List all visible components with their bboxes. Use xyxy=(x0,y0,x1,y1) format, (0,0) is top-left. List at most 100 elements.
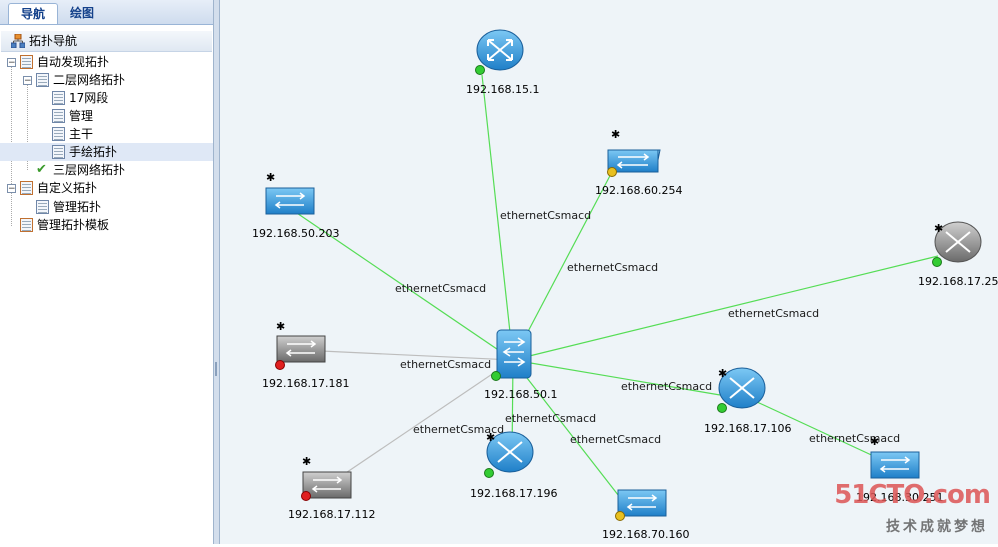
core-switch-icon xyxy=(496,329,532,379)
node-ip-label: 192.168.50.1 xyxy=(484,388,557,401)
topology-diagram[interactable]: ethernetCsmacd ethernetCsmacd ethernetCs… xyxy=(220,0,998,544)
tree-item-label: 管理拓扑模板 xyxy=(37,218,110,232)
status-up-icon xyxy=(475,65,485,75)
link-label: ethernetCsmacd xyxy=(809,432,900,445)
tree-item-layer3[interactable]: ✔ 三层网络拓扑 xyxy=(0,161,213,179)
tab-navigation[interactable]: 导航 xyxy=(8,3,59,24)
page-icon xyxy=(36,200,49,214)
page-icon xyxy=(52,91,65,105)
link-line[interactable] xyxy=(741,394,894,466)
agent-icon: ✱ xyxy=(870,435,879,448)
folder-page-icon xyxy=(20,181,33,195)
device-node[interactable]: ✱ 192.168.17.112 xyxy=(288,455,375,521)
tree-item-label: 二层网络拓扑 xyxy=(53,73,126,87)
tree-item-layer2[interactable]: − 二层网络拓扑 xyxy=(0,71,213,89)
status-up-icon xyxy=(717,403,727,413)
status-down-icon xyxy=(275,360,285,370)
switch-icon xyxy=(265,187,315,215)
device-node[interactable]: ✱ 192.168.17.253 xyxy=(918,221,998,288)
node-ip-label: 192.168.17.196 xyxy=(470,487,557,500)
tree-item-auto-discovery[interactable]: − 自动发现拓扑 xyxy=(0,53,213,71)
agent-icon: ✱ xyxy=(934,222,943,235)
topology-nav-header: 拓扑导航 xyxy=(1,31,212,52)
node-ip-label: 192.168.17.112 xyxy=(288,508,375,521)
link-label: ethernetCsmacd xyxy=(395,282,486,295)
switch-icon xyxy=(617,489,667,517)
node-ip-label: 192.168.30.251 xyxy=(856,491,943,504)
agent-icon: ✱ xyxy=(266,171,275,184)
device-node[interactable]: ✱ 192.168.50.203 xyxy=(252,171,339,240)
page-icon xyxy=(52,109,65,123)
watermark-slogan: 技术成就梦想 xyxy=(886,519,988,535)
tree-item-label: 自定义拓扑 xyxy=(37,181,98,195)
link-line[interactable] xyxy=(324,359,514,488)
agent-icon: ✱ xyxy=(718,367,727,380)
check-icon: ✔ xyxy=(36,162,47,177)
link-line[interactable] xyxy=(512,169,614,361)
tree-item-label: 自动发现拓扑 xyxy=(37,55,110,69)
agent-icon: ✱ xyxy=(276,320,285,333)
link-label: ethernetCsmacd xyxy=(413,423,504,436)
tree-item-label: 主干 xyxy=(69,127,94,141)
link-label: ethernetCsmacd xyxy=(570,433,661,446)
collapse-icon[interactable]: − xyxy=(23,76,32,86)
tree-item-label: 17网段 xyxy=(69,91,109,105)
link-label: ethernetCsmacd xyxy=(400,358,491,371)
tab-bar: 导航 绘图 xyxy=(0,0,213,25)
status-up-icon xyxy=(484,468,494,478)
tree-item-17-segment[interactable]: 17网段 xyxy=(0,89,213,107)
panel-splitter[interactable] xyxy=(214,0,220,544)
status-up-icon xyxy=(491,371,501,381)
page-icon xyxy=(36,73,49,87)
page-icon xyxy=(52,127,65,141)
link-label: ethernetCsmacd xyxy=(500,209,591,222)
collapse-icon[interactable]: − xyxy=(7,58,16,68)
tree-item-label: 管理 xyxy=(69,109,94,123)
switch-icon xyxy=(276,335,326,363)
device-node[interactable]: ✱ 192.168.17.106 xyxy=(704,367,791,435)
device-node[interactable]: ✱ 192.168.30.251 xyxy=(856,435,943,504)
node-ip-label: 192.168.17.106 xyxy=(704,422,791,435)
node-ip-label: 192.168.60.254 xyxy=(595,184,682,197)
node-ip-label: 192.168.17.253 xyxy=(918,275,998,288)
link-line[interactable] xyxy=(512,255,939,361)
tree-item-label: 管理拓扑 xyxy=(53,200,102,214)
topology-canvas[interactable]: ethernetCsmacd ethernetCsmacd ethernetCs… xyxy=(220,0,998,544)
device-node[interactable]: ✱ 192.168.17.181 xyxy=(262,320,349,390)
status-warning-icon xyxy=(607,167,617,177)
folder-page-icon xyxy=(20,55,33,69)
device-node-core[interactable]: 192.168.50.1 xyxy=(484,329,557,401)
tree-item-custom[interactable]: − 自定义拓扑 xyxy=(0,179,213,197)
agent-icon: ✱ xyxy=(302,455,311,468)
node-ip-label: 192.168.17.181 xyxy=(262,377,349,390)
link-label: ethernetCsmacd xyxy=(567,261,658,274)
status-up-icon xyxy=(932,257,942,267)
tree-item-management[interactable]: 管理 xyxy=(0,107,213,125)
device-node[interactable]: 192.168.15.1 xyxy=(466,29,539,96)
status-down-icon xyxy=(301,491,311,501)
node-ip-label: 192.168.50.203 xyxy=(252,227,339,240)
collapse-icon[interactable]: − xyxy=(7,184,16,194)
tree-item-manage-topology[interactable]: 管理拓扑 xyxy=(0,198,213,216)
device-node[interactable]: ✱ 192.168.17.196 xyxy=(470,431,557,500)
link-line[interactable] xyxy=(481,74,514,361)
link-line[interactable] xyxy=(512,359,623,501)
topology-nav-title: 拓扑导航 xyxy=(29,34,78,48)
link-label: ethernetCsmacd xyxy=(621,380,712,393)
page-icon xyxy=(52,145,65,159)
tab-drawing[interactable]: 绘图 xyxy=(70,6,95,20)
link-line[interactable] xyxy=(512,359,721,396)
tree-item-backbone[interactable]: 主干 xyxy=(0,125,213,143)
link-label: ethernetCsmacd xyxy=(728,307,819,320)
link-line[interactable] xyxy=(287,206,514,361)
status-warning-icon xyxy=(615,511,625,521)
tree-item-hand-drawn[interactable]: 手绘拓扑 xyxy=(0,143,213,161)
tree-item-label: 三层网络拓扑 xyxy=(53,163,126,177)
device-node[interactable]: ✱ 192.168.60.254 xyxy=(595,128,682,197)
switch-icon xyxy=(302,471,352,499)
tree-item-topology-template[interactable]: 管理拓扑模板 xyxy=(0,216,213,234)
navigation-panel: 导航 绘图 拓扑导航 − 自动发现拓扑 − 二层网络拓扑 17网段 管理 主干 xyxy=(0,0,214,544)
device-node[interactable]: 192.168.70.160 xyxy=(602,489,689,541)
link-line[interactable] xyxy=(299,349,514,361)
folder-page-icon xyxy=(20,218,33,232)
